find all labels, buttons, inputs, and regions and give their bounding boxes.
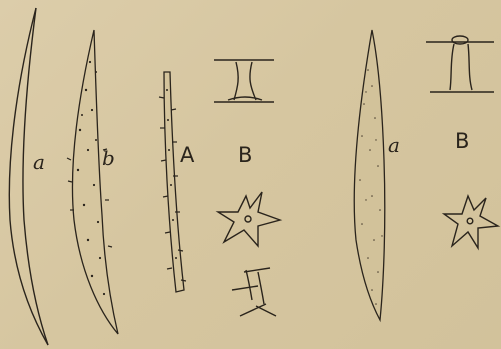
label-a-left: a xyxy=(33,152,45,172)
spicule-b-left xyxy=(67,30,118,334)
amphidisc-top-right xyxy=(426,36,494,92)
label-b-left: b xyxy=(102,148,115,168)
label-B-left: B xyxy=(238,145,252,166)
label-B-right: B xyxy=(455,131,469,152)
amphidisc-top-left xyxy=(214,60,274,102)
spicule-a-left xyxy=(9,8,48,345)
spicule-A-left xyxy=(159,72,186,292)
stellate-middle-left xyxy=(218,192,280,246)
stellate-bottom-right xyxy=(444,196,498,248)
spicule-a-right xyxy=(354,30,385,320)
label-A-left: A xyxy=(180,145,194,166)
label-a-right: a xyxy=(388,135,400,155)
amphidisc-bottom-left xyxy=(232,268,276,316)
